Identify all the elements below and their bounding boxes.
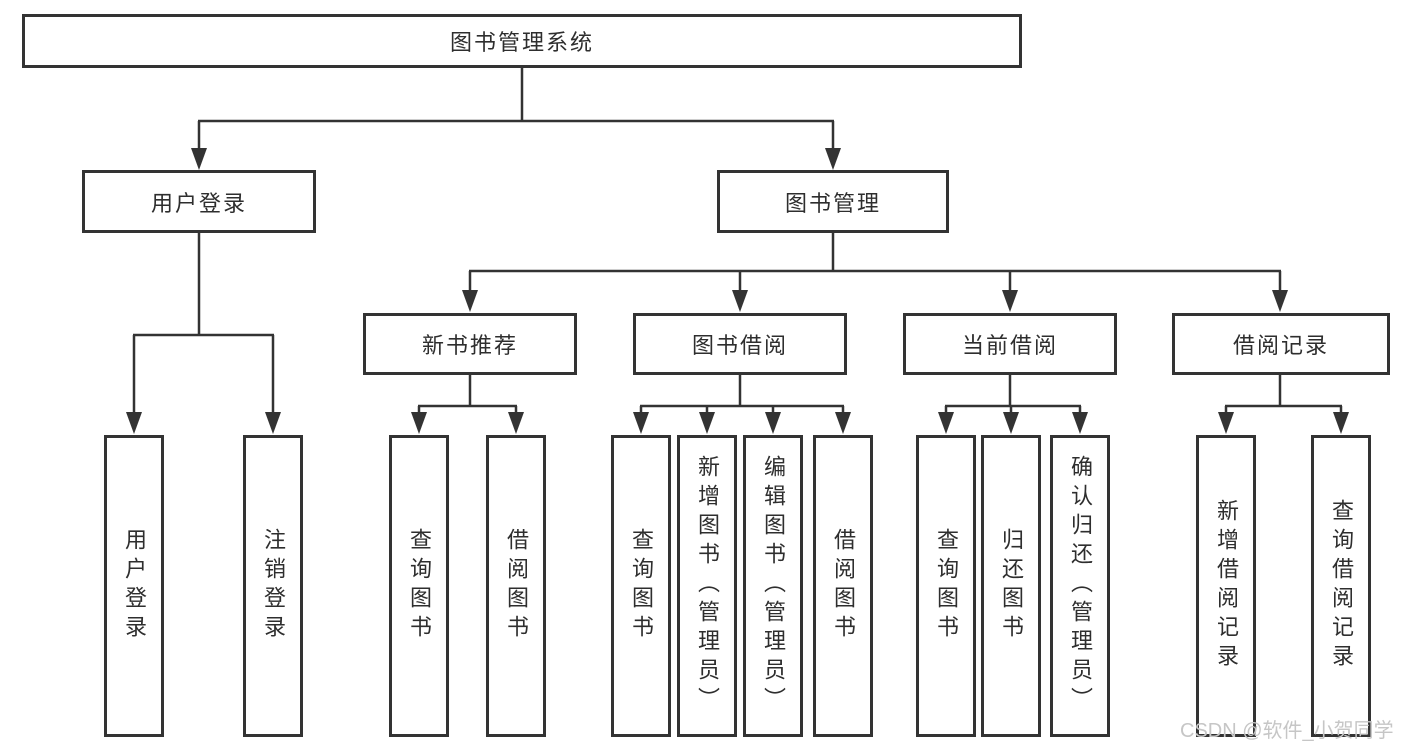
node-label: 新书推荐 [421,333,518,358]
csdn-watermark: CSDN @软件_小贺同学 [1180,720,1394,742]
node-label: 查询借阅记录 [1329,498,1354,674]
leaf-add-borrow-record: 新增借阅记录 [1196,435,1256,737]
node-label: 图书管理 [784,190,881,216]
node-label: 查询图书 [407,527,432,645]
node-label: 注销登录 [261,527,286,645]
node-label: 图书借阅 [691,333,788,358]
node-label: 确认归还（管理员） [1068,455,1093,717]
leaf-borrow-books: 借阅图书 [813,435,873,737]
node-label: 用户登录 [122,527,147,645]
leaf-query-books-borrow: 查询图书 [611,435,671,737]
node-label: 查询图书 [934,527,959,645]
leaf-borrow-books-recommend: 借阅图书 [486,435,546,737]
leaf-query-books-current: 查询图书 [916,435,976,737]
node-label: 当前借阅 [961,333,1058,358]
leaf-add-books-admin: 新增图书（管理员） [677,435,737,737]
leaf-query-borrow-record: 查询借阅记录 [1311,435,1371,737]
node-label: 编辑图书（管理员） [761,455,786,717]
node-label: 借阅图书 [504,527,529,645]
leaf-edit-books-admin: 编辑图书（管理员） [743,435,803,737]
node-label: 查询图书 [629,527,654,645]
node-book-management: 图书管理 [717,170,949,233]
node-label: 用户登录 [150,190,247,216]
node-new-book-recommend: 新书推荐 [363,313,577,375]
node-label: 借阅图书 [831,527,856,645]
leaf-user-login: 用户登录 [104,435,164,737]
leaf-query-books-recommend: 查询图书 [389,435,449,737]
leaf-return-books: 归还图书 [981,435,1041,737]
node-label: 新增借阅记录 [1214,498,1239,674]
node-borrow-records: 借阅记录 [1172,313,1390,375]
leaf-confirm-return-admin: 确认归还（管理员） [1050,435,1110,737]
node-user-login: 用户登录 [82,170,316,233]
node-label: 新增图书（管理员） [695,455,720,717]
node-current-borrow: 当前借阅 [903,313,1117,375]
node-label: 图书管理系统 [449,30,594,55]
node-book-borrow: 图书借阅 [633,313,847,375]
node-label: 归还图书 [999,527,1024,645]
node-label: 借阅记录 [1232,333,1329,358]
leaf-logout: 注销登录 [243,435,303,737]
node-book-management-system: 图书管理系统 [22,14,1022,68]
